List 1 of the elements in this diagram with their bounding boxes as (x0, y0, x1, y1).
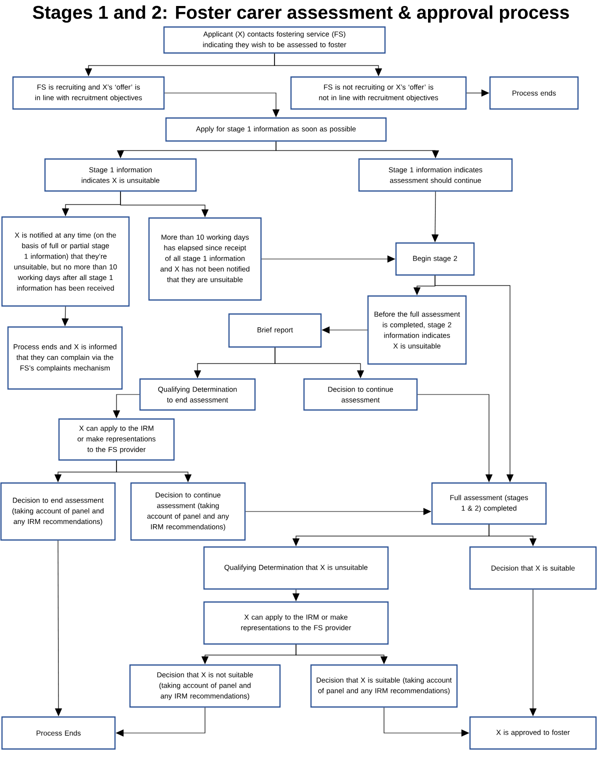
title: Stages 1 and 2: Foster carer assessment & approval process (32, 5, 569, 23)
